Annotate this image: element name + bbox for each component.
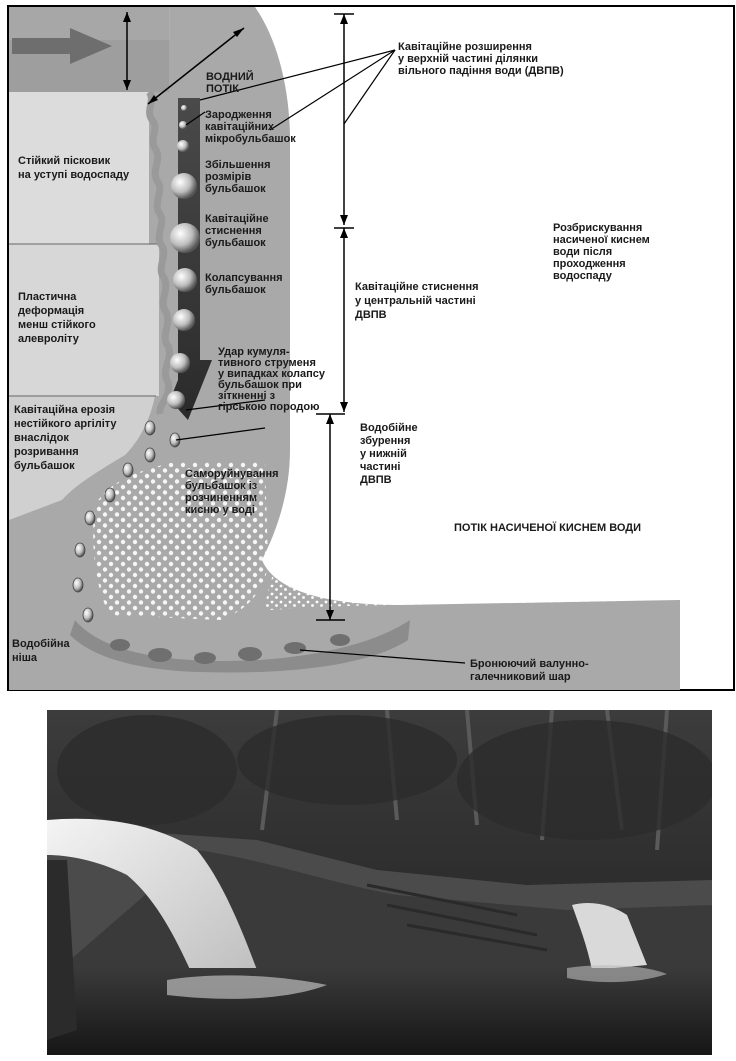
label-siltstone-line: менш стійкого <box>18 319 96 331</box>
label-armor-layer-line: галечниковий шар <box>470 671 571 683</box>
label-bubble-compress-line: Кавітаційне <box>205 213 269 225</box>
label-self-destruct-line: розчиненням <box>185 492 257 504</box>
label-bubble-origin-line: мікробульбашок <box>205 133 296 145</box>
label-argillite-line: розривання <box>14 446 79 458</box>
label-zone-center-line: у центральній частині <box>355 295 476 307</box>
label-bubble-growth-line: розмірів <box>205 171 251 183</box>
label-zone-lower-line: частині <box>360 461 400 473</box>
label-argillite-line: нестійкого аргіліту <box>14 418 117 430</box>
label-bubble-compress-line: стиснення <box>205 225 262 237</box>
label-zone-upper-line: вільного падіння води (ДВПВ) <box>398 65 564 77</box>
label-self-destruct-line: Саморуйнування <box>185 468 279 480</box>
label-zone-upper-line: Кавітаційне розширення <box>398 41 532 53</box>
label-oxygen-flow: ПОТІК НАСИЧЕНОЇ КИСНЕМ ВОДИ <box>454 521 641 534</box>
label-sandstone-line: Стійкий пісковик <box>18 155 111 167</box>
label-sandstone-line: на уступі водоспаду <box>18 169 130 181</box>
label-water-flow-line: ВОДНИЙ <box>206 70 254 83</box>
label-bubble-compress-line: бульбашок <box>205 237 266 249</box>
label-scatter-line: Розбрискування <box>553 222 642 234</box>
label-zone-lower-line: збурення <box>360 435 410 447</box>
label-zone-lower-line: Водобійне <box>360 422 418 434</box>
label-siltstone-line: алевроліту <box>18 333 80 345</box>
label-scatter-line: води після <box>553 246 612 258</box>
label-niche-line: Водобійна <box>12 638 70 650</box>
label-scatter-line: проходження <box>553 258 626 270</box>
label-argillite-line: бульбашок <box>14 460 75 472</box>
label-bubble-compress: Кавітаційнестисненнябульбашок <box>205 213 269 249</box>
label-scatter-line: водоспаду <box>553 270 613 282</box>
label-zone-lower-line: ДВПВ <box>360 474 392 486</box>
label-water-flow-line: ПОТІК <box>206 83 239 95</box>
label-jet-impact-line: гірською породою <box>218 401 320 413</box>
label-bubble-collapse-line: Колапсування <box>205 272 283 284</box>
label-bubble-origin-line: Зародження <box>205 109 272 121</box>
label-jet-impact: Удар кумуля-тивного струменяу випадках к… <box>218 346 326 413</box>
label-bubble-origin-line: кавітаційних <box>205 121 275 133</box>
label-armor-layer-line: Бронюючий валунно- <box>470 658 589 670</box>
label-bubble-growth-line: Збільшення <box>205 159 270 171</box>
label-niche-line: ніша <box>12 652 38 664</box>
label-zone-center-line: Кавітаційне стиснення <box>355 281 479 293</box>
label-self-destruct-line: кисню у воді <box>185 504 255 516</box>
cavitation-waterfall-diagram: ВОДНИЙПОТІК Стійкий пісковик на уступі во… <box>0 0 736 692</box>
label-argillite-line: внаслідок <box>14 432 69 444</box>
label-scatter-line: насиченої киснем <box>553 234 650 246</box>
label-self-destruct-line: бульбашок із <box>185 480 258 492</box>
label-zone-lower-line: у нижній <box>360 448 407 460</box>
label-oxygen-flow-line: ПОТІК НАСИЧЕНОЇ КИСНЕМ ВОДИ <box>454 521 641 534</box>
label-argillite-line: Кавітаційна ерозія <box>14 404 115 416</box>
label-bubble-collapse-line: бульбашок <box>205 284 266 296</box>
label-siltstone-line: Пластична <box>18 291 77 303</box>
label-siltstone-line: деформація <box>18 305 84 317</box>
waterfall-photo <box>47 710 712 1055</box>
label-zone-upper-line: у верхній частині ділянки <box>398 53 538 65</box>
label-zone-center-line: ДВПВ <box>355 309 387 321</box>
sandstone-block <box>9 92 149 244</box>
label-bubble-growth-line: бульбашок <box>205 183 266 195</box>
